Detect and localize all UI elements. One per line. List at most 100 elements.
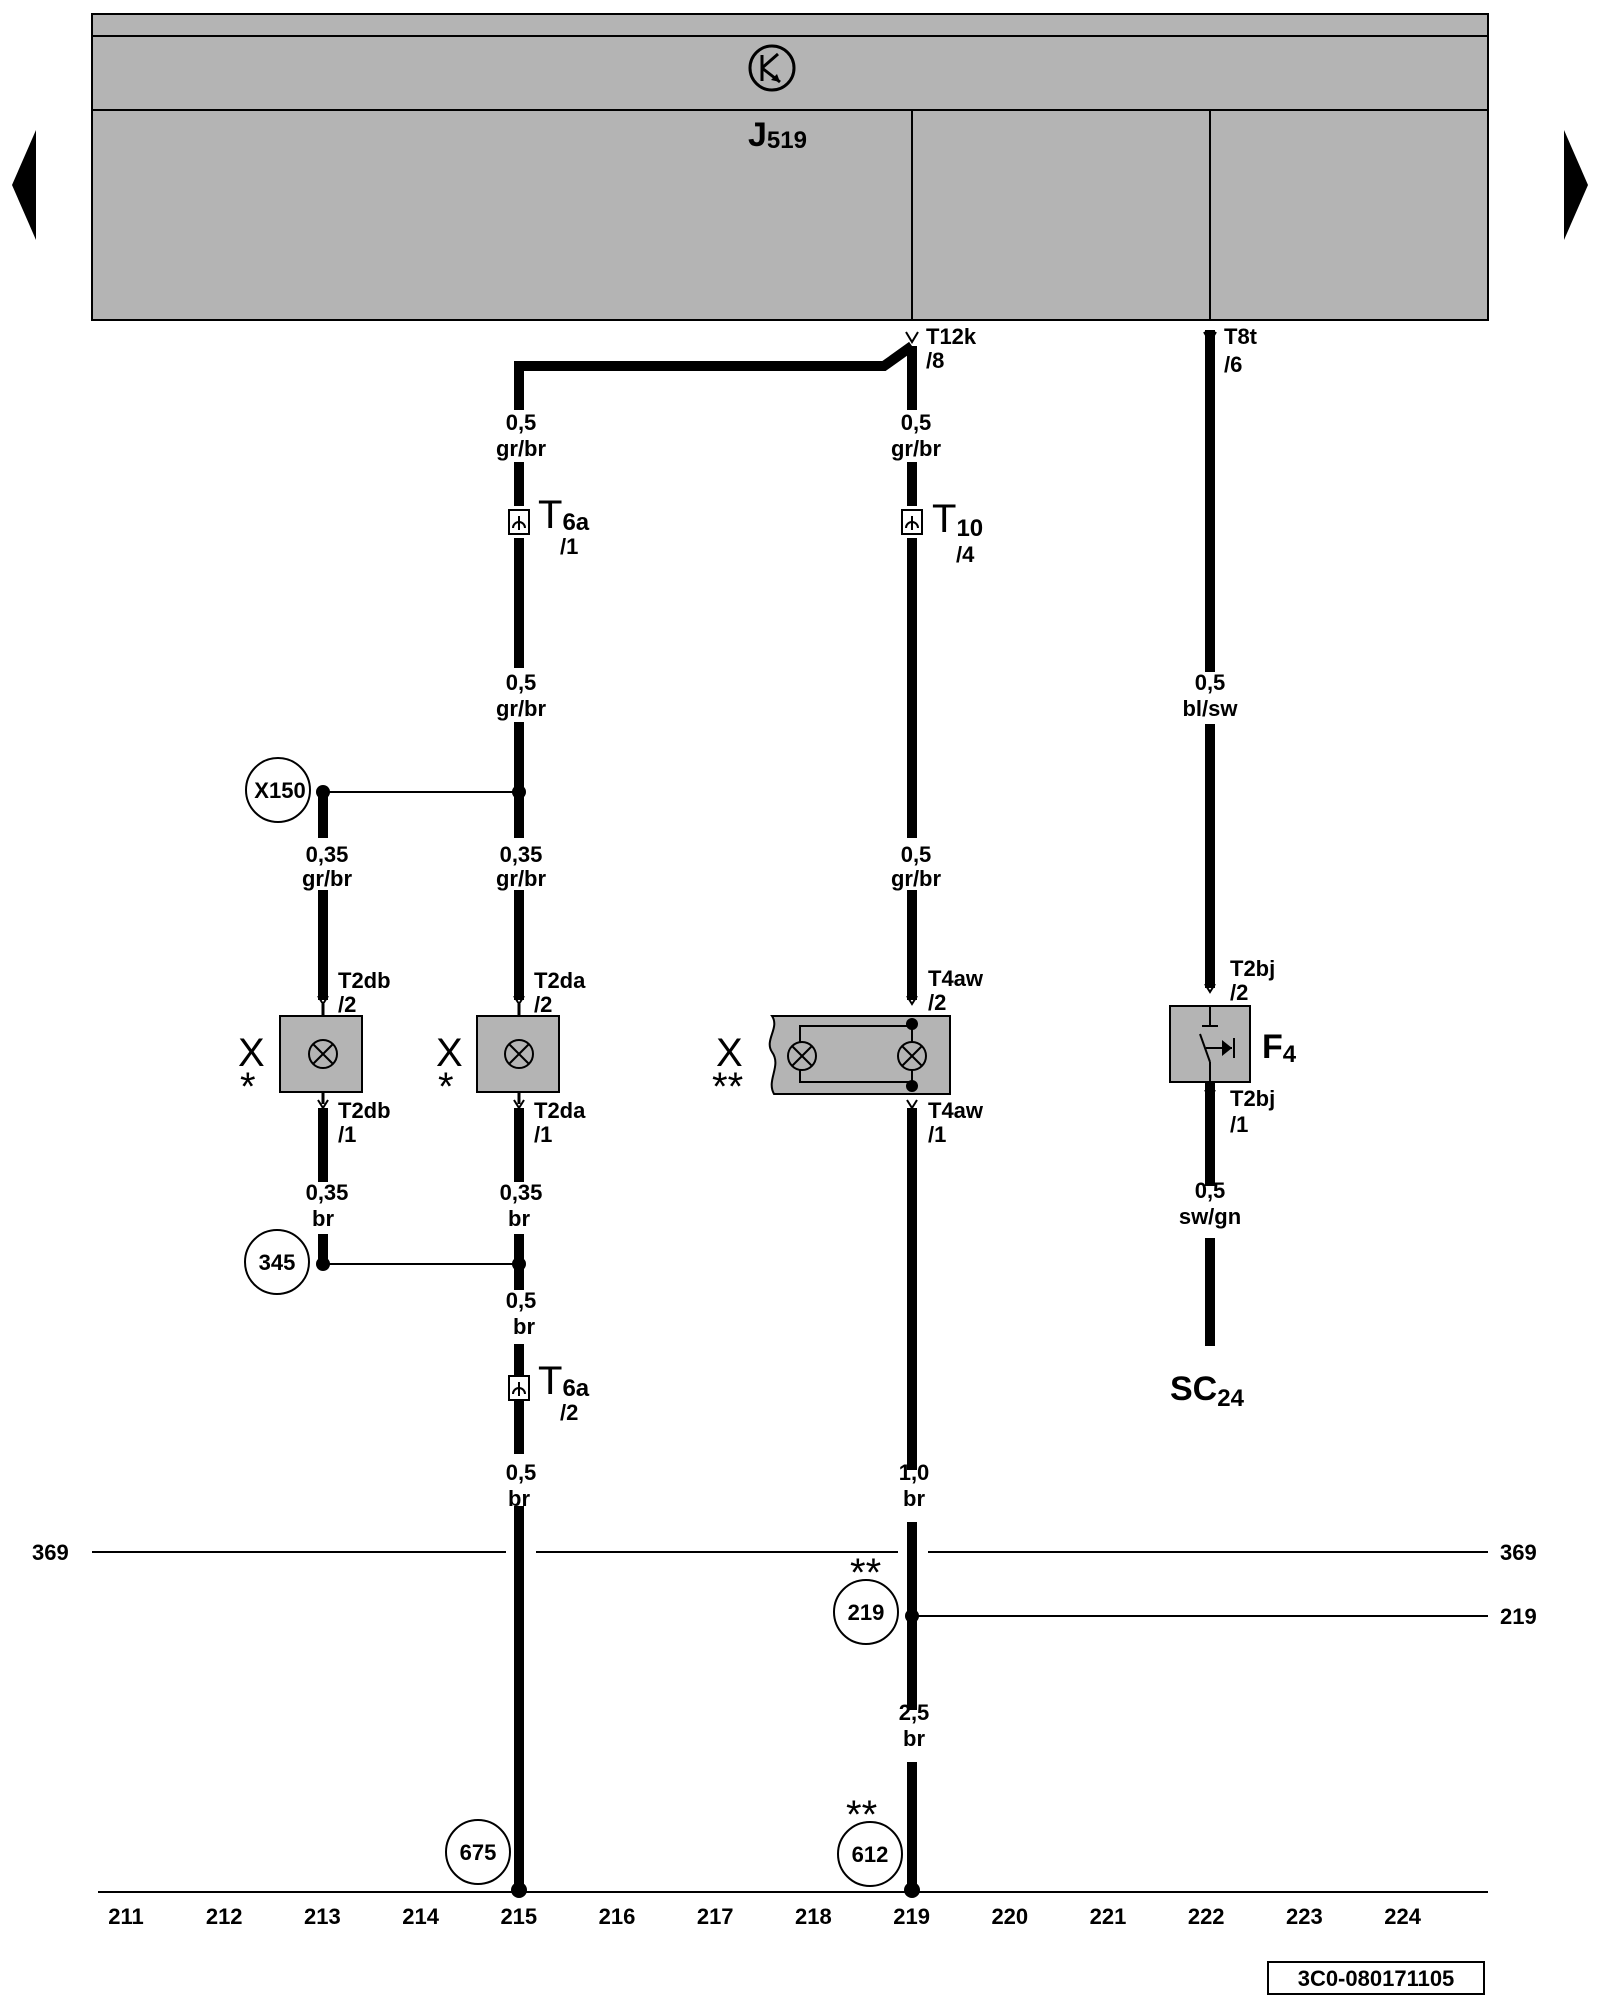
component-x: X [436, 1031, 463, 1075]
component-x: X [716, 1031, 743, 1075]
scale-number: 214 [402, 1904, 439, 1929]
module-j519: J519 [91, 13, 1489, 321]
connector-t10 [901, 509, 923, 535]
wire-color: gr/br [496, 696, 547, 721]
wire-color: bl/sw [1182, 696, 1238, 721]
ref-x150: X150 [245, 757, 311, 823]
bulb-holder-left [279, 1015, 363, 1093]
component-f4: F4 [1262, 1028, 1297, 1068]
pin-t2bj-bot: T2bj [1230, 1086, 1275, 1111]
svg-text:675: 675 [460, 1840, 497, 1865]
connector-arrow [905, 331, 1217, 344]
wire-size: 2,5 [899, 1700, 930, 1725]
connector-t6a-top [508, 509, 530, 535]
pin-t4aw-top: T4aw [928, 966, 984, 991]
scale-number: 223 [1286, 1904, 1323, 1929]
wire-size: 0,5 [1195, 670, 1226, 695]
bulb-icon [504, 1039, 534, 1069]
bulb-icon [787, 1041, 817, 1071]
double-bulb-holder [768, 1015, 951, 1095]
scale-number: 218 [795, 1904, 832, 1929]
scale-number: 217 [697, 1904, 734, 1929]
triangle-left-icon[interactable] [12, 130, 36, 240]
module-label: J519 [748, 116, 807, 154]
pin-t2da-bot: T2da [534, 1098, 586, 1123]
wire-size: 0,35 [306, 1180, 349, 1205]
wire-color: br [312, 1206, 334, 1231]
wire-color: gr/br [496, 436, 547, 461]
ref-675: 675 [445, 1819, 511, 1885]
ref-369-right: 369 [1500, 1540, 1537, 1565]
pin-t10: T10 [932, 497, 983, 542]
bulb-icon [308, 1039, 338, 1069]
wire-size: 0,5 [901, 410, 932, 435]
pin-t4aw-bot-no: /1 [928, 1122, 946, 1147]
wire-size: 0,35 [500, 842, 543, 867]
fuse-sc24: SC24 [1170, 1370, 1245, 1412]
pin-t2bj-bot-no: /1 [1230, 1112, 1248, 1137]
svg-text:612: 612 [852, 1842, 889, 1867]
wire-size: 1,0 [899, 1460, 930, 1485]
scale-number: 224 [1384, 1904, 1421, 1929]
ref-612: 612 [837, 1821, 903, 1887]
pin-t2db-top: T2db [338, 968, 391, 993]
wire-color: gr/br [891, 866, 942, 891]
component-mark: * [438, 1065, 454, 1109]
pin-t2bj-top: T2bj [1230, 956, 1275, 981]
wire-color: gr/br [496, 866, 547, 891]
pin-t6a-top-no: /1 [560, 534, 578, 559]
pin-t4aw-top-no: /2 [928, 990, 946, 1015]
component-mark: ** [712, 1065, 743, 1109]
wire-size: 0,5 [901, 842, 932, 867]
wire-color: br [903, 1486, 925, 1511]
wire-size: 0,35 [306, 842, 349, 867]
scale-number: 220 [991, 1904, 1028, 1929]
wire-color: gr/br [891, 436, 942, 461]
scale-number: 212 [206, 1904, 243, 1929]
wire-color: sw/gn [1179, 1204, 1241, 1229]
pin-t2bj-top-no: /2 [1230, 980, 1248, 1005]
wire-color: gr/br [302, 866, 353, 891]
pin-t10-no: /4 [956, 542, 975, 567]
scale-number: 221 [1090, 1904, 1127, 1929]
svg-text:X150: X150 [254, 778, 305, 803]
pin-t12k: T12k [926, 324, 977, 349]
pin-t6a-bottom: T6a [538, 1359, 590, 1403]
ref-219: 219 [833, 1579, 899, 1645]
wire-color: br [508, 1206, 530, 1231]
scale-number: 219 [893, 1904, 930, 1929]
pin-t2db-top-no: /2 [338, 992, 356, 1017]
svg-text:219: 219 [848, 1600, 885, 1625]
svg-text:3C0-080171105: 3C0-080171105 [1298, 1966, 1455, 1991]
doc-id-box: 3C0-080171105 [1267, 1961, 1485, 1995]
pin-t2db-bot: T2db [338, 1098, 391, 1123]
wire-size: 0,5 [1195, 1178, 1226, 1203]
svg-text:345: 345 [259, 1250, 296, 1275]
pin-t2db-bot-no: /1 [338, 1122, 356, 1147]
pin-t8t-no: /6 [1224, 352, 1242, 377]
scale-number: 215 [500, 1904, 537, 1929]
component-x: X [238, 1031, 265, 1075]
ref-219-right: 219 [1500, 1604, 1537, 1629]
pin-t6a-top: T6a [538, 493, 590, 537]
pin-t8t: T8t [1224, 324, 1258, 349]
pin-t2da-bot-no: /1 [534, 1122, 552, 1147]
scale-number: 211 [108, 1904, 144, 1929]
scale-number: 216 [599, 1904, 636, 1929]
electronics-symbol-icon [748, 44, 796, 92]
wire-size: 0,5 [506, 670, 537, 695]
wire-color: br [508, 1486, 530, 1511]
wire-size: 0,5 [506, 410, 537, 435]
bulb-icon [897, 1041, 927, 1071]
triangle-right-icon[interactable] [1564, 130, 1588, 240]
ref-345: 345 [244, 1229, 310, 1295]
wire-top-branch [514, 341, 915, 400]
pin-t2da-top-no: /2 [534, 992, 552, 1017]
switch-icon [1199, 1006, 1235, 1082]
ref-369-left: 369 [32, 1540, 69, 1565]
wire-size: 0,35 [500, 1180, 543, 1205]
wire-color: br [513, 1314, 535, 1339]
pin-t4aw-bot: T4aw [928, 1098, 984, 1123]
